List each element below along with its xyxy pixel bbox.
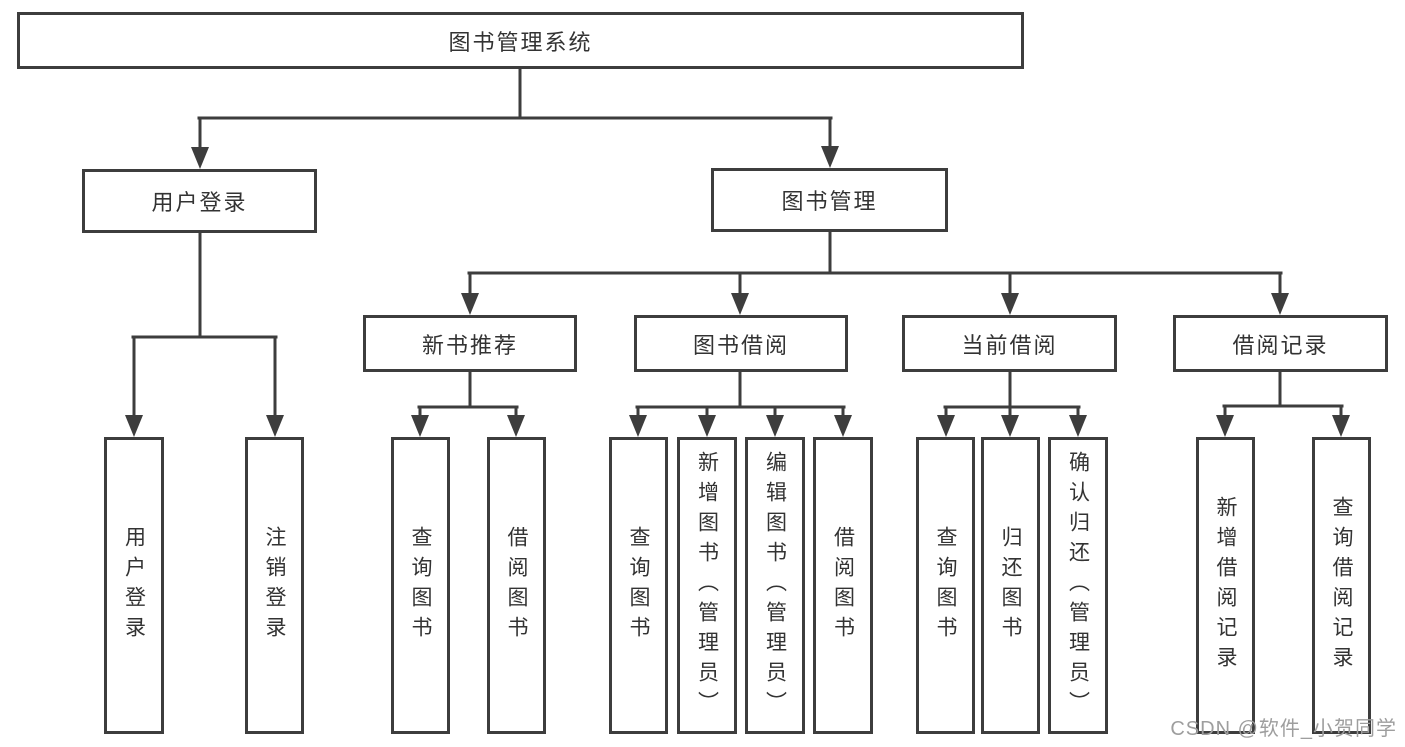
leaf-confirm-return-admin: 确认归还（管理员）: [1048, 437, 1108, 734]
leaf-query-books-borrow: 查询图书: [609, 437, 668, 734]
leaf-query-books-recommend: 查询图书: [391, 437, 450, 734]
leaf-edit-books-admin: 编辑图书（管理员）: [745, 437, 805, 734]
node-borrow-records: 借阅记录: [1173, 315, 1388, 372]
leaf-query-borrow-record: 查询借阅记录: [1312, 437, 1371, 734]
node-library-management-system: 图书管理系统: [17, 12, 1024, 69]
node-user-login: 用户登录: [82, 169, 317, 233]
leaf-borrow-books-recommend: 借阅图书: [487, 437, 546, 734]
leaf-return-books: 归还图书: [981, 437, 1040, 734]
node-current-borrow: 当前借阅: [902, 315, 1117, 372]
node-new-book-recommend: 新书推荐: [363, 315, 577, 372]
leaf-logout: 注销登录: [245, 437, 304, 734]
leaf-user-login: 用户登录: [104, 437, 164, 734]
node-book-management: 图书管理: [711, 168, 948, 232]
node-book-borrow: 图书借阅: [634, 315, 848, 372]
leaf-add-books-admin: 新增图书（管理员）: [677, 437, 737, 734]
leaf-add-borrow-record: 新增借阅记录: [1196, 437, 1255, 734]
csdn-watermark: CSDN @软件_小贺同学: [1170, 718, 1397, 740]
leaf-borrow-books: 借阅图书: [813, 437, 873, 734]
leaf-query-books-current: 查询图书: [916, 437, 975, 734]
